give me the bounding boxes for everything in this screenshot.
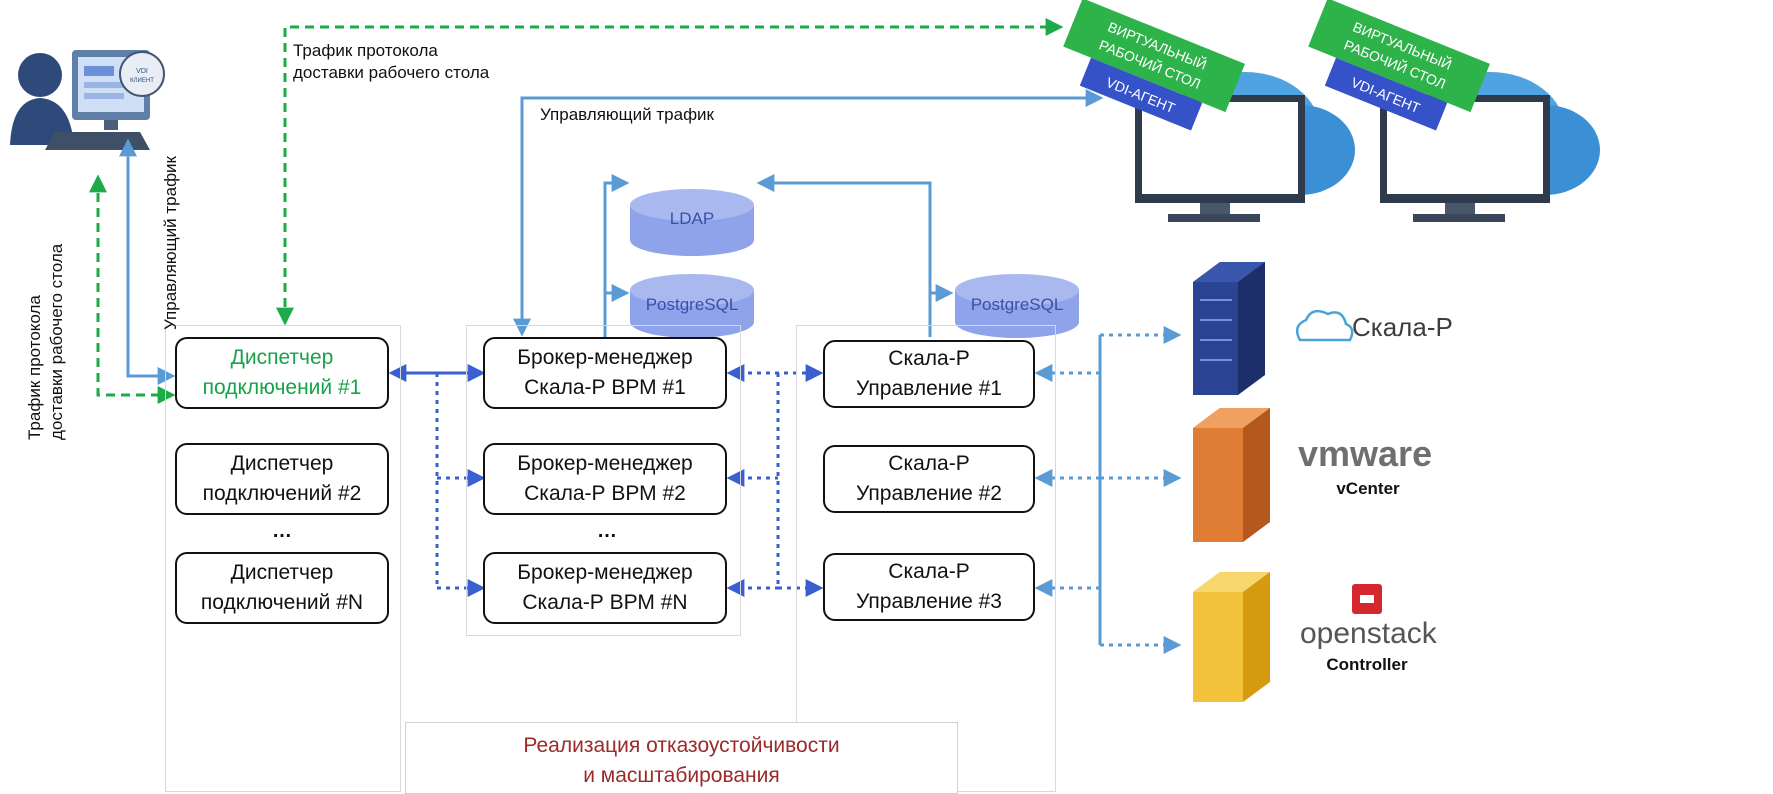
fault-tolerance-caption: Реализация отказоустойчивости и масштаби… <box>405 722 958 794</box>
ldap-database-icon: LDAP <box>630 189 754 256</box>
desktop-traffic-label-line1: Трафик протокола <box>293 41 438 60</box>
broker-2-line2: Скала-Р ВРМ #2 <box>524 482 686 505</box>
dispatcher-2-line1: Диспетчер <box>230 452 334 475</box>
broker-n-line2: Скала-Р ВРМ #N <box>522 591 688 614</box>
manager-3-line1: Скала-Р <box>888 560 970 583</box>
manager-platform-lines <box>1034 326 1182 654</box>
fault-tolerance-line1: Реализация отказоустойчивости <box>523 734 840 757</box>
postgresql-manager-label: PostgreSQL <box>971 295 1064 314</box>
openstack-logo-text: openstack <box>1300 617 1438 650</box>
vmware-sub-label: vCenter <box>1336 479 1400 498</box>
openstack-sub-label: Controller <box>1326 655 1408 674</box>
dispatcher-box-1: Диспетчер подключений #1 <box>175 337 389 409</box>
server-icon-openstack <box>1193 572 1270 702</box>
dispatcher-ellipsis: … <box>272 520 292 542</box>
desktop-traffic-label: Трафик протокола доставки рабочего стола <box>293 40 489 84</box>
manager-box-1: Скала-Р Управление #1 <box>823 340 1035 408</box>
user-icon <box>10 53 74 145</box>
virtual-desktop-1: ВИРТУАЛЬНЫЙ РАБОЧИЙ СТОЛ VDI-АГЕНТ <box>1063 0 1355 222</box>
skala-brand-label: Скала-Р <box>1352 312 1453 342</box>
control-traffic-lines <box>119 89 1104 645</box>
ldap-label: LDAP <box>670 209 714 228</box>
dispatcher-1-line2: подключений #1 <box>202 376 362 399</box>
broker-group <box>466 325 741 636</box>
broker-ellipsis: … <box>597 520 617 542</box>
desktop-traffic-vertical-line2: доставки рабочего стола <box>47 243 66 440</box>
desktop-traffic-lines <box>89 18 1064 404</box>
dispatcher-n-line2: подключений #N <box>200 591 364 614</box>
computer-icon: VDI КЛИЕНТ <box>45 50 165 150</box>
skala-brand: Скала-Р <box>1295 309 1453 342</box>
broker-1-line1: Брокер-менеджер <box>517 346 693 369</box>
manager-2-line2: Управление #2 <box>856 482 1002 505</box>
broker-n-line1: Брокер-менеджер <box>517 561 693 584</box>
skala-cloud-icon <box>1295 309 1354 342</box>
broker-box-2: Брокер-менеджер Скала-Р ВРМ #2 <box>483 443 727 515</box>
broker-box-1: Брокер-менеджер Скала-Р ВРМ #1 <box>483 337 727 409</box>
manager-1-line1: Скала-Р <box>888 347 970 370</box>
dispatcher-box-n: Диспетчер подключений #N <box>175 552 389 624</box>
desktop-traffic-label-line2: доставки рабочего стола <box>293 63 490 82</box>
dispatcher-1-line1: Диспетчер <box>230 346 334 369</box>
control-traffic-label: Управляющий трафик <box>540 105 714 124</box>
postgresql-broker-label: PostgreSQL <box>646 295 739 314</box>
manager-3-line2: Управление #3 <box>856 590 1002 613</box>
svg-text:КЛИЕНТ: КЛИЕНТ <box>130 78 154 84</box>
broker-box-n: Брокер-менеджер Скала-Р ВРМ #N <box>483 552 727 624</box>
fault-tolerance-line2: и масштабирования <box>583 764 780 787</box>
broker-1-line2: Скала-Р ВРМ #1 <box>524 376 686 399</box>
dispatcher-box-2: Диспетчер подключений #2 <box>175 443 389 515</box>
dispatcher-fanout-lines <box>435 373 486 597</box>
manager-1-line2: Управление #1 <box>856 377 1002 400</box>
manager-box-2: Скала-Р Управление #2 <box>823 445 1035 513</box>
client-icon: VDI КЛИЕНТ <box>10 50 165 150</box>
svg-text:VDI: VDI <box>136 68 148 75</box>
vmware-brand: vmware vCenter <box>1298 433 1432 498</box>
broker-2-line1: Брокер-менеджер <box>517 452 693 475</box>
control-traffic-vertical-label: Управляющий трафик <box>161 156 180 330</box>
dispatcher-n-line1: Диспетчер <box>230 561 334 584</box>
vmware-logo-text: vmware <box>1298 433 1432 474</box>
desktop-traffic-vertical-line1: Трафик протокола <box>25 295 44 440</box>
manager-2-line1: Скала-Р <box>888 452 970 475</box>
dispatcher-2-line2: подключений #2 <box>202 482 362 505</box>
openstack-brand: openstack Controller <box>1300 584 1438 674</box>
manager-box-3: Скала-Р Управление #3 <box>823 553 1035 621</box>
server-icon-vmware <box>1193 408 1270 542</box>
broker-manager-mesh <box>726 364 824 597</box>
virtual-desktop-2: ВИРТУАЛЬНЫЙ РАБОЧИЙ СТОЛ VDI-АГЕНТ <box>1308 0 1600 222</box>
openstack-icon <box>1352 584 1382 614</box>
desktop-traffic-vertical-label: Трафик протокола доставки рабочего стола <box>24 244 68 440</box>
server-icon-skala <box>1193 262 1265 395</box>
